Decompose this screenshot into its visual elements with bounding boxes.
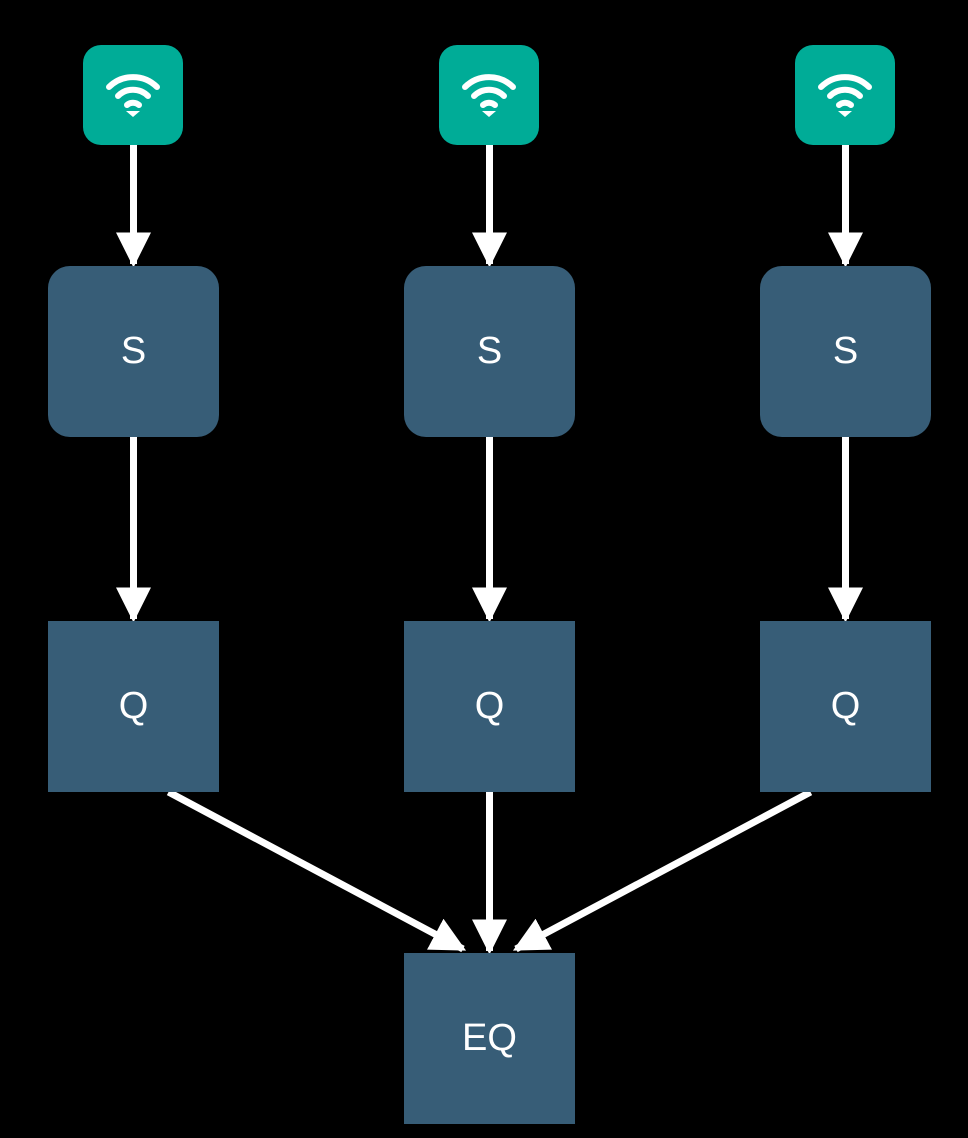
q-node-2: Q [760,621,931,792]
edge-q-0-to-eq [166,788,467,953]
wifi-icon [461,71,517,119]
wifi-tile-2 [795,45,895,145]
q-node-label: Q [118,685,149,727]
q-node-1: Q [404,621,575,792]
s-node-1: S [404,266,575,437]
wifi-tile-0 [83,45,183,145]
q-node-label: Q [474,685,505,727]
s-node-label: S [120,330,147,372]
edge-group [116,145,863,955]
s-node-2: S [760,266,931,437]
wifi-icon [817,71,873,119]
wifi-tile-1 [439,45,539,145]
eq-node: EQ [404,953,575,1124]
edge-q-2-to-eq [512,788,813,953]
eq-node-label: EQ [462,1017,517,1059]
s-node-label: S [476,330,503,372]
s-node-0: S [48,266,219,437]
q-node-label: Q [830,685,861,727]
wifi-icon [105,71,161,119]
q-node-0: Q [48,621,219,792]
s-node-label: S [832,330,859,372]
